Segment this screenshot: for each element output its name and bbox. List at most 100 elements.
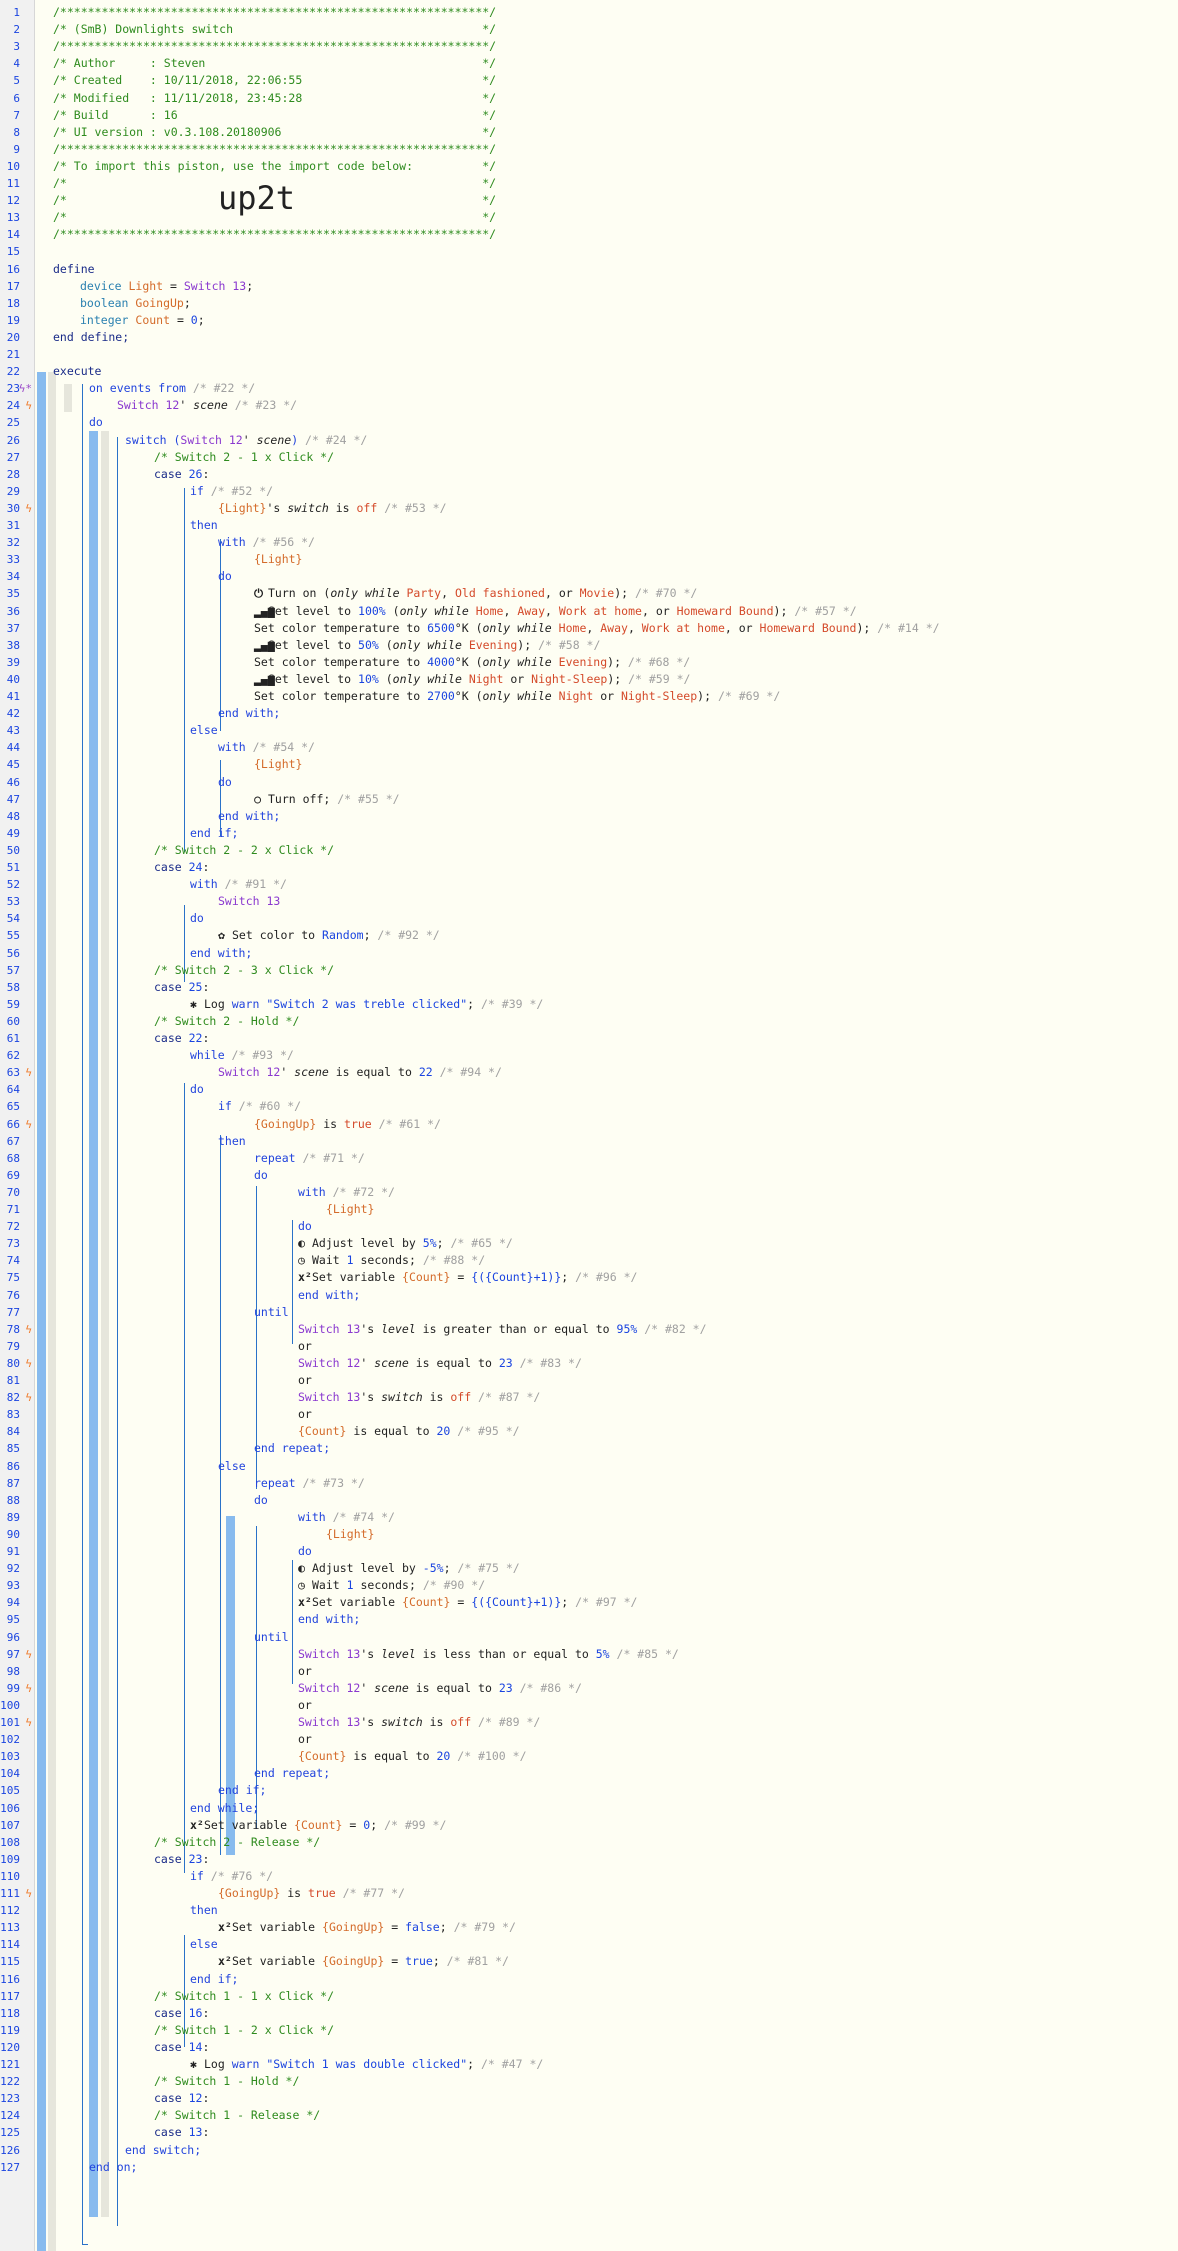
code-line[interactable]: Switch 12' scene /* #23 */ bbox=[117, 397, 297, 414]
code-line[interactable]: until bbox=[254, 1629, 289, 1646]
code-line[interactable]: if /* #60 */ bbox=[218, 1098, 301, 1115]
code-line[interactable]: /***************************************… bbox=[53, 4, 496, 21]
code-line[interactable]: ✱ Log warn "Switch 1 was double clicked"… bbox=[190, 2056, 543, 2073]
code-line[interactable]: /* Switch 2 - 3 x Click */ bbox=[154, 962, 334, 979]
code-line[interactable]: case 23: bbox=[154, 1851, 209, 1868]
code-line[interactable]: /* Switch 2 - Hold */ bbox=[154, 1013, 299, 1030]
code-line[interactable]: Switch 13's level is less than or equal … bbox=[298, 1646, 679, 1663]
code-line[interactable]: on events from /* #22 */ bbox=[89, 380, 255, 397]
code-line[interactable]: ✱ Log warn "Switch 2 was treble clicked"… bbox=[190, 996, 543, 1013]
code-line[interactable]: define bbox=[53, 261, 95, 278]
code-line[interactable]: ▂▄▆ Set level to 50% (only while Evening… bbox=[254, 637, 600, 654]
code-line[interactable]: else bbox=[218, 1458, 246, 1475]
code-line[interactable]: or bbox=[298, 1406, 312, 1423]
code-line[interactable]: /* */ bbox=[53, 209, 496, 226]
code-line[interactable]: x² Set variable {Count} = 0; /* #99 */ bbox=[190, 1817, 446, 1834]
code-line[interactable]: end if; bbox=[190, 1971, 238, 1988]
code-line[interactable]: while /* #93 */ bbox=[190, 1047, 294, 1064]
code-line[interactable]: ◐ Adjust level by 5%; /* #65 */ bbox=[298, 1235, 513, 1252]
code-line[interactable]: /* (SmB) Downlights switch */ bbox=[53, 21, 496, 38]
code-line[interactable]: Set color temperature to 2700°K (only wh… bbox=[254, 688, 780, 705]
code-line[interactable]: ○ Turn off; /* #55 */ bbox=[254, 791, 400, 808]
code-line[interactable]: if /* #76 */ bbox=[190, 1868, 273, 1885]
code-line[interactable]: end if; bbox=[218, 1782, 266, 1799]
code-line[interactable]: integer Count = 0; bbox=[80, 312, 205, 329]
code-line[interactable]: /***************************************… bbox=[53, 226, 496, 243]
code-line[interactable]: case 22: bbox=[154, 1030, 209, 1047]
code-line[interactable]: /* Switch 2 - 1 x Click */ bbox=[154, 449, 334, 466]
code-line[interactable]: do bbox=[89, 414, 103, 431]
code-line[interactable]: end with; bbox=[190, 945, 252, 962]
code-line[interactable]: do bbox=[218, 568, 232, 585]
code-line[interactable]: end on; bbox=[89, 2159, 137, 2176]
code-line[interactable]: Switch 13's level is greater than or equ… bbox=[298, 1321, 707, 1338]
code-line[interactable]: case 26: bbox=[154, 466, 209, 483]
code-line[interactable]: with /* #54 */ bbox=[218, 739, 315, 756]
code-line[interactable]: do bbox=[298, 1218, 312, 1235]
code-line[interactable]: with /* #91 */ bbox=[190, 876, 287, 893]
code-line[interactable]: ⏻ Turn on (only while Party, Old fashion… bbox=[254, 585, 697, 602]
code-line[interactable]: if /* #52 */ bbox=[190, 483, 273, 500]
code-line[interactable]: device Light = Switch 13; bbox=[80, 278, 253, 295]
code-line[interactable]: ◷ Wait 1 seconds; /* #90 */ bbox=[298, 1577, 485, 1594]
code-line[interactable]: ◷ Wait 1 seconds; /* #88 */ bbox=[298, 1252, 485, 1269]
code-line[interactable]: Switch 12' scene is equal to 23 /* #86 *… bbox=[298, 1680, 582, 1697]
code-line[interactable]: case 12: bbox=[154, 2090, 209, 2107]
code-line[interactable]: /* Author : Steven */ bbox=[53, 55, 496, 72]
code-line[interactable]: end repeat; bbox=[254, 1440, 330, 1457]
code-line[interactable]: end with; bbox=[298, 1611, 360, 1628]
code-line[interactable]: /* */ bbox=[53, 192, 496, 209]
code-line[interactable]: /* Switch 1 - Hold */ bbox=[154, 2073, 299, 2090]
code-line[interactable]: Switch 13 bbox=[218, 893, 280, 910]
code-line[interactable]: end repeat; bbox=[254, 1765, 330, 1782]
import-code[interactable]: up2t bbox=[218, 180, 295, 216]
code-line[interactable]: repeat /* #73 */ bbox=[254, 1475, 365, 1492]
code-line[interactable]: end with; bbox=[298, 1287, 360, 1304]
code-line[interactable]: do bbox=[298, 1543, 312, 1560]
code-line[interactable]: ◐ Adjust level by -5%; /* #75 */ bbox=[298, 1560, 520, 1577]
code-line[interactable]: x² Set variable {Count} = {({Count}+1)};… bbox=[298, 1269, 637, 1286]
code-line[interactable]: case 25: bbox=[154, 979, 209, 996]
code-line[interactable]: end with; bbox=[218, 705, 280, 722]
code-line[interactable]: boolean GoingUp; bbox=[80, 295, 191, 312]
code-line[interactable]: /* Switch 2 - 2 x Click */ bbox=[154, 842, 334, 859]
code-line[interactable]: or bbox=[298, 1372, 312, 1389]
code-line[interactable]: or bbox=[298, 1697, 312, 1714]
code-line[interactable]: Switch 12' scene is equal to 23 /* #83 *… bbox=[298, 1355, 582, 1372]
code-line[interactable]: then bbox=[190, 517, 218, 534]
code-line[interactable]: or bbox=[298, 1731, 312, 1748]
code-line[interactable]: /* Switch 1 - 1 x Click */ bbox=[154, 1988, 334, 2005]
code-line[interactable]: do bbox=[190, 1081, 204, 1098]
code-line[interactable]: repeat /* #71 */ bbox=[254, 1150, 365, 1167]
code-line[interactable]: case 24: bbox=[154, 859, 209, 876]
code-line[interactable]: do bbox=[254, 1492, 268, 1509]
code-line[interactable]: else bbox=[190, 1936, 218, 1953]
code-line[interactable]: Switch 12' scene is equal to 22 /* #94 *… bbox=[218, 1064, 502, 1081]
code-line[interactable]: {GoingUp} is true /* #61 */ bbox=[254, 1116, 441, 1133]
code-line[interactable]: {Light} bbox=[326, 1201, 374, 1218]
code-line[interactable]: execute bbox=[53, 363, 101, 380]
code-line[interactable]: {Light}'s switch is off /* #53 */ bbox=[218, 500, 447, 517]
code-line[interactable]: end switch; bbox=[125, 2142, 201, 2159]
code-line[interactable]: /***************************************… bbox=[53, 38, 496, 55]
code-line[interactable]: /* Switch 1 - 2 x Click */ bbox=[154, 2022, 334, 2039]
code-line[interactable]: Switch 13's switch is off /* #89 */ bbox=[298, 1714, 540, 1731]
code-line[interactable]: /* UI version : v0.3.108.20180906 */ bbox=[53, 124, 496, 141]
code-line[interactable]: do bbox=[218, 774, 232, 791]
code-line[interactable]: Set color temperature to 6500°K (only wh… bbox=[254, 620, 940, 637]
code-line[interactable]: switch (Switch 12' scene) /* #24 */ bbox=[125, 432, 367, 449]
code-line[interactable]: case 14: bbox=[154, 2039, 209, 2056]
code-line[interactable]: Switch 13's switch is off /* #87 */ bbox=[298, 1389, 540, 1406]
code-line[interactable]: x² Set variable {GoingUp} = true; /* #81… bbox=[218, 1953, 509, 1970]
code-line[interactable]: do bbox=[254, 1167, 268, 1184]
code-line[interactable]: with /* #72 */ bbox=[298, 1184, 395, 1201]
code-line[interactable]: or bbox=[298, 1338, 312, 1355]
code-line[interactable]: case 13: bbox=[154, 2124, 209, 2141]
code-line[interactable]: {GoingUp} is true /* #77 */ bbox=[218, 1885, 405, 1902]
code-line[interactable]: {Light} bbox=[254, 756, 302, 773]
code-line[interactable]: then bbox=[190, 1902, 218, 1919]
code-line[interactable]: x² Set variable {Count} = {({Count}+1)};… bbox=[298, 1594, 637, 1611]
code-line[interactable]: case 16: bbox=[154, 2005, 209, 2022]
code-line[interactable]: end with; bbox=[218, 808, 280, 825]
code-line[interactable]: with /* #74 */ bbox=[298, 1509, 395, 1526]
